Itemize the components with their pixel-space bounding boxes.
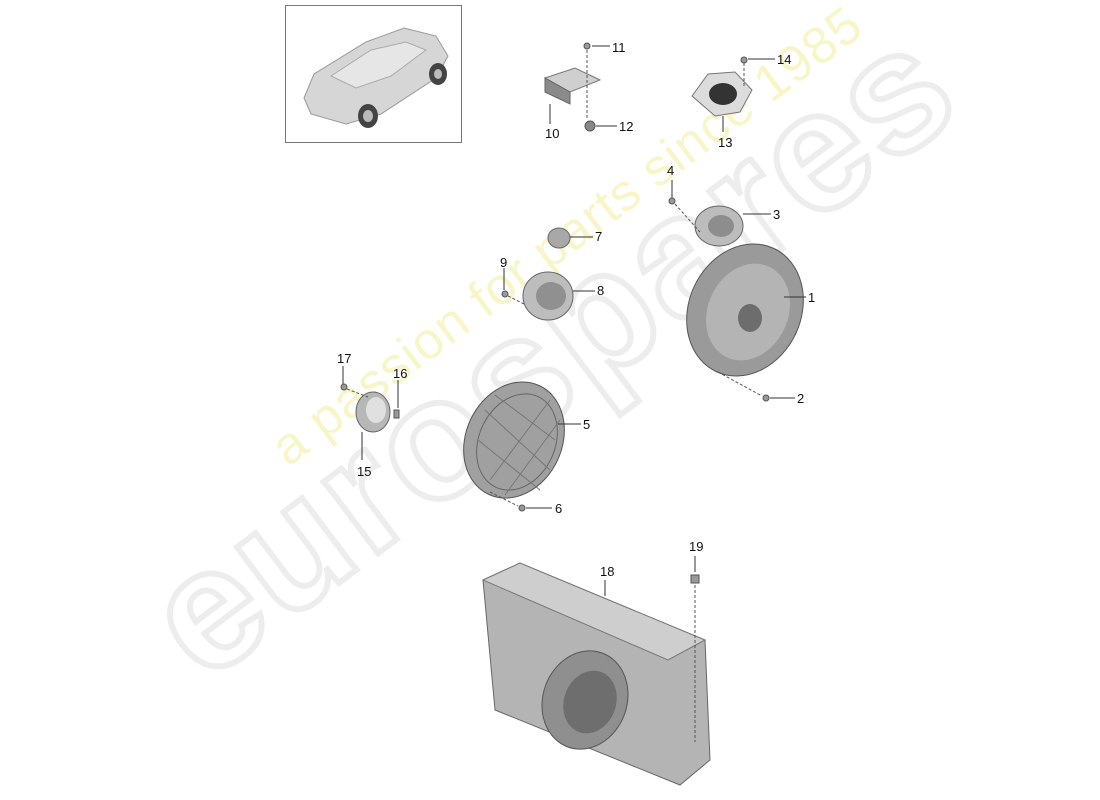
callout-17[interactable]: 17 bbox=[337, 351, 352, 366]
callout-19[interactable]: 19 bbox=[689, 539, 704, 554]
callout-12[interactable]: 12 bbox=[619, 119, 634, 134]
callout-7[interactable]: 7 bbox=[595, 229, 603, 244]
callout-4[interactable]: 4 bbox=[667, 163, 675, 178]
control-unit-part bbox=[543, 67, 602, 124]
callout-2[interactable]: 2 bbox=[797, 391, 805, 406]
car-icon bbox=[303, 27, 449, 128]
vehicle-thumbnail bbox=[285, 5, 462, 143]
callout-8[interactable]: 8 bbox=[597, 283, 605, 298]
callout-6[interactable]: 6 bbox=[555, 501, 563, 516]
callout-13[interactable]: 13 bbox=[718, 135, 733, 150]
subwoofer-enclosure-part bbox=[481, 562, 711, 786]
callout-3[interactable]: 3 bbox=[773, 207, 781, 222]
callout-9[interactable]: 9 bbox=[500, 255, 508, 270]
callout-15[interactable]: 15 bbox=[357, 464, 372, 479]
callout-1[interactable]: 1 bbox=[808, 290, 816, 305]
callout-10[interactable]: 10 bbox=[545, 126, 560, 141]
callout-14[interactable]: 14 bbox=[777, 52, 792, 67]
callout-16[interactable]: 16 bbox=[393, 366, 408, 381]
callout-18[interactable]: 18 bbox=[600, 564, 615, 579]
callout-5[interactable]: 5 bbox=[583, 417, 591, 432]
callout-11[interactable]: 11 bbox=[612, 40, 626, 55]
